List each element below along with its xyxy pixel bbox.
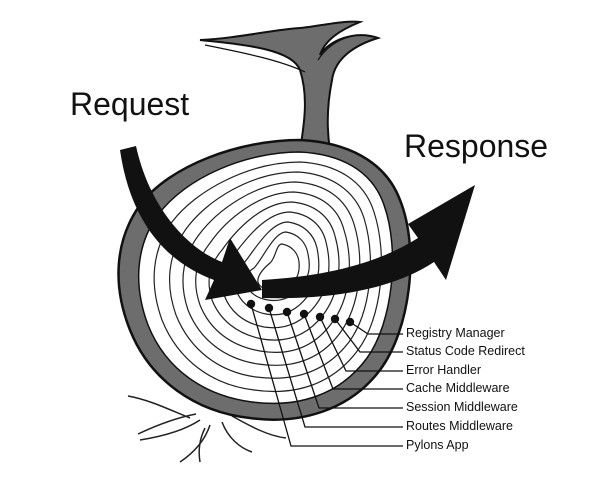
response-arrow	[262, 185, 475, 299]
layer-label-status-code-redirect: Status Code Redirect	[406, 344, 525, 358]
layer-label-session-middleware: Session Middleware	[406, 400, 518, 414]
response-label: Response	[404, 128, 549, 164]
request-arrow	[120, 146, 262, 300]
leader-lines	[250, 303, 403, 447]
layer-label-registry-manager: Registry Manager	[406, 326, 505, 340]
request-label: Request	[70, 86, 190, 122]
onion-roots	[127, 395, 287, 463]
layer-label-pylons-app: Pylons App	[406, 438, 469, 452]
onion-stem	[199, 20, 382, 151]
layer-label-cache-middleware: Cache Middleware	[406, 381, 510, 395]
layer-label-routes-middleware: Routes Middleware	[406, 419, 513, 433]
layer-label-error-handler: Error Handler	[406, 363, 482, 377]
